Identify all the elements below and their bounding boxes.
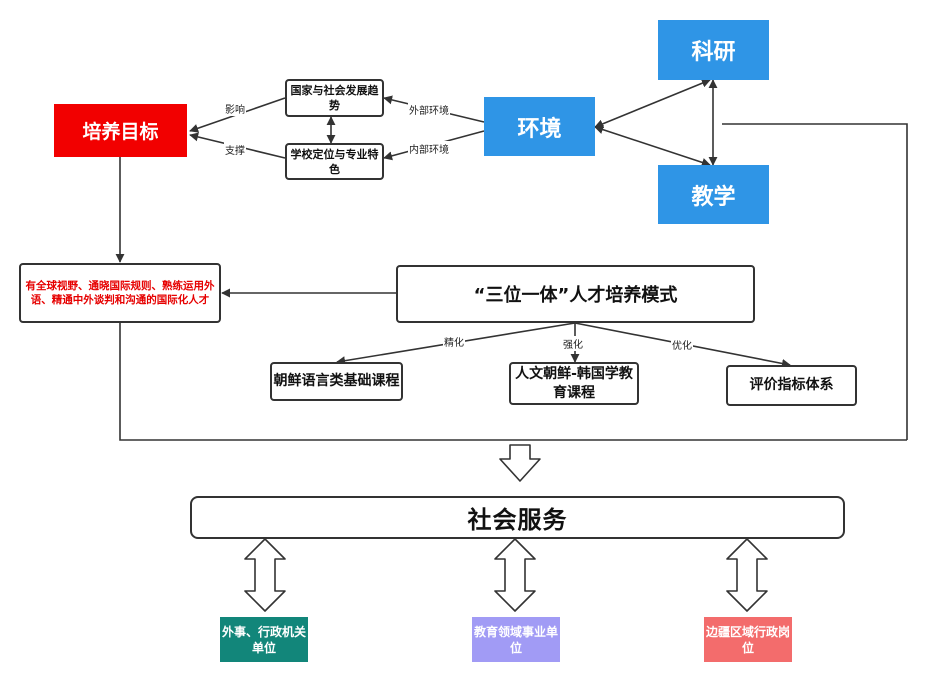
edge-research-env bbox=[594, 78, 711, 129]
humanities-course-node: 人文朝鲜-韩国学教育课程 bbox=[509, 362, 639, 405]
internal-env-label: 内部环境 bbox=[408, 141, 450, 156]
arrow-down-to-service bbox=[499, 444, 541, 482]
evaluation-label: 评价指标体系 bbox=[749, 377, 834, 393]
language-course-label: 朝鲜语言类基础课程 bbox=[273, 373, 400, 389]
evaluation-node: 评价指标体系 bbox=[726, 365, 857, 406]
language-course-node: 朝鲜语言类基础课程 bbox=[270, 362, 403, 401]
social-service-node: 社会服务 bbox=[190, 496, 845, 539]
school-position-label: 学校定位与专业特色 bbox=[290, 147, 379, 176]
talent-goal-node: 有全球视野、通晓国际规则、熟练运用外语、精通中外谈判和沟通的国际化人才 bbox=[19, 263, 221, 323]
training-goal-node: 培养目标 bbox=[54, 104, 187, 157]
environment-node: 环境 bbox=[484, 97, 595, 156]
edge-research-side-to-bus bbox=[722, 123, 908, 440]
arrow-service-education bbox=[494, 538, 536, 612]
external-env-label: 外部环境 bbox=[408, 102, 450, 117]
training-goal-label: 培养目标 bbox=[82, 121, 159, 143]
teaching-node: 教学 bbox=[658, 165, 769, 224]
strengthen-label: 强化 bbox=[562, 336, 584, 351]
edge-talent-down-to-bus bbox=[119, 323, 907, 441]
talent-goal-label: 有全球视野、通晓国际规则、熟练运用外语、精通中外谈判和沟通的国际化人才 bbox=[25, 280, 215, 306]
support-label: 支撑 bbox=[224, 142, 246, 157]
social-service-label: 社会服务 bbox=[467, 506, 568, 534]
research-node: 科研 bbox=[658, 20, 769, 80]
border-unit-label: 边疆区域行政岗位 bbox=[705, 624, 790, 655]
education-unit: 教育领域事业单位 bbox=[472, 617, 560, 662]
optimize-label: 优化 bbox=[671, 337, 693, 352]
national-trend-label: 国家与社会发展趋势 bbox=[290, 84, 379, 112]
refine-label: 精化 bbox=[443, 334, 465, 349]
arrow-service-foreign-affairs bbox=[244, 538, 286, 612]
humanities-course-label: 人文朝鲜-韩国学教育课程 bbox=[515, 365, 633, 401]
environment-label: 环境 bbox=[517, 116, 562, 142]
education-unit-label: 教育领域事业单位 bbox=[473, 624, 558, 655]
arrow-service-border bbox=[726, 538, 768, 612]
research-label: 科研 bbox=[691, 40, 736, 65]
model-node: “三位一体”人才培养模式 bbox=[396, 265, 755, 323]
model-label: “三位一体”人才培养模式 bbox=[473, 285, 678, 306]
influence-label: 影响 bbox=[224, 101, 246, 116]
school-position-node: 学校定位与专业特色 bbox=[285, 143, 384, 180]
border-unit: 边疆区域行政岗位 bbox=[704, 617, 792, 662]
teaching-label: 教学 bbox=[691, 184, 736, 210]
foreign-affairs-unit-label: 外事、行政机关单位 bbox=[221, 624, 306, 655]
edge-teaching-env bbox=[594, 125, 711, 167]
foreign-affairs-unit: 外事、行政机关单位 bbox=[220, 617, 308, 662]
national-trend-node: 国家与社会发展趋势 bbox=[285, 79, 384, 117]
